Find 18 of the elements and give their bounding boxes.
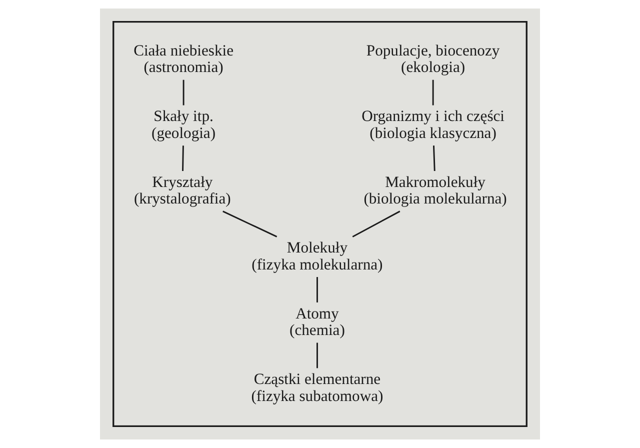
node-text: Ciała niebieskie (astronomia) [134, 42, 234, 76]
connector [352, 210, 400, 238]
node-text: Atomy (chemia) [290, 305, 345, 340]
connector [316, 342, 318, 368]
node-text: Skały itp. (geologia) [152, 108, 216, 142]
connector [222, 210, 278, 238]
connector [182, 80, 184, 106]
node-text: Kryształy (krystalografia) [134, 174, 231, 208]
node-text: Organizmy i ich części (biologia klasyczna) [362, 108, 505, 142]
cluster [112, 21, 528, 427]
connector [433, 146, 436, 172]
node-text: Molekuły (fizyka molekularna) [252, 240, 383, 274]
node-text: Cząstki elementarne (fizyka subatomowa) [251, 371, 384, 405]
connector [432, 80, 434, 106]
node-text: Populacje, biocenozy (ekologia) [366, 42, 500, 76]
connector [316, 277, 318, 302]
node-text: Makromolekuły (biologia molekularna) [364, 174, 507, 208]
connector [182, 146, 184, 171]
